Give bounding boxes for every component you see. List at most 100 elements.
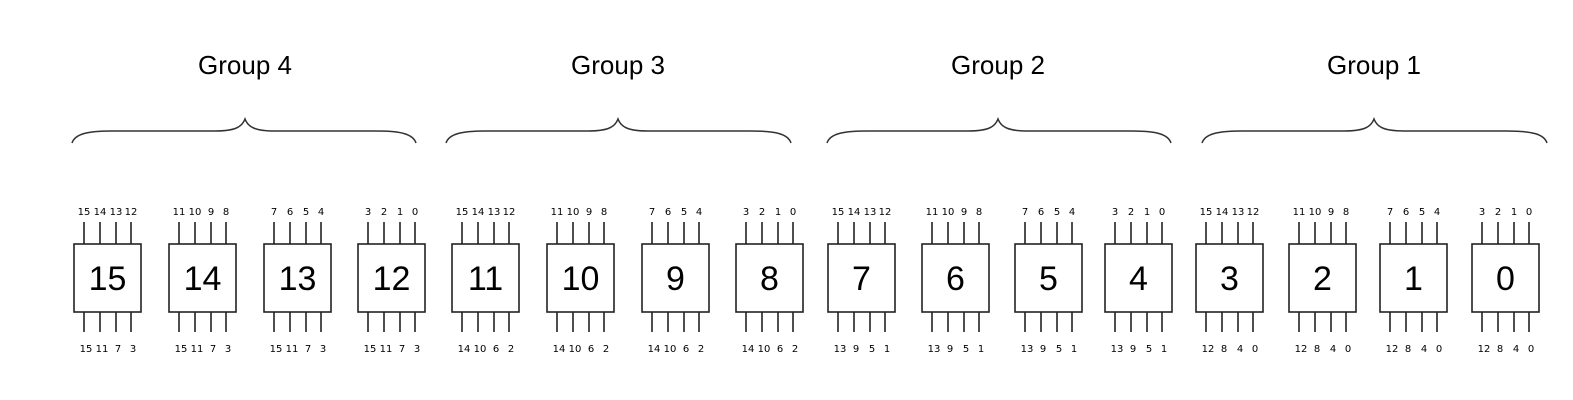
bottom-pin-label: 10 xyxy=(664,344,677,355)
top-pin-label: 0 xyxy=(1526,207,1532,218)
bottom-pin-label: 13 xyxy=(1021,344,1034,355)
top-pin-label: 2 xyxy=(1128,207,1134,218)
chip-box xyxy=(451,243,520,313)
chip-number: 7 xyxy=(852,260,871,298)
chip-number: 3 xyxy=(1220,260,1239,298)
bottom-pin-label: 0 xyxy=(1252,344,1258,355)
top-pin-label: 3 xyxy=(1479,207,1485,218)
bottom-pin-label: 15 xyxy=(80,344,93,355)
chip-box xyxy=(357,243,426,313)
chip-number: 4 xyxy=(1129,260,1148,298)
bottom-pin-label: 14 xyxy=(742,344,755,355)
top-pin-label: 3 xyxy=(743,207,749,218)
chip-number: 1 xyxy=(1404,260,1423,298)
bottom-pin-label: 12 xyxy=(1478,344,1491,355)
top-pin-label: 14 xyxy=(94,207,107,218)
bottom-pin-label: 4 xyxy=(1513,344,1519,355)
top-pin-label: 8 xyxy=(223,207,229,218)
bottom-pin-label: 1 xyxy=(884,344,890,355)
top-pin-label: 10 xyxy=(567,207,580,218)
chip-number: 2 xyxy=(1313,260,1332,298)
bottom-pin-label: 3 xyxy=(130,344,136,355)
top-pin-label: 12 xyxy=(503,207,516,218)
chip-number: 12 xyxy=(373,260,411,298)
curly-brace-icon xyxy=(71,116,417,144)
top-pin-label: 12 xyxy=(125,207,138,218)
chip-number: 15 xyxy=(89,260,127,298)
chip-number: 9 xyxy=(666,260,685,298)
chip-box xyxy=(1379,243,1448,313)
top-pin-label: 13 xyxy=(488,207,501,218)
chip-box xyxy=(1104,243,1173,313)
top-pin-label: 1 xyxy=(775,207,781,218)
top-pin-label: 8 xyxy=(976,207,982,218)
chip-box xyxy=(921,243,990,313)
top-pin-label: 1 xyxy=(1144,207,1150,218)
top-pin-label: 3 xyxy=(1112,207,1118,218)
group-title: Group 1 xyxy=(1327,50,1421,80)
bottom-pin-label: 5 xyxy=(963,344,969,355)
bottom-pin-label: 4 xyxy=(1237,344,1243,355)
top-pin-label: 6 xyxy=(1403,207,1409,218)
top-pin-label: 9 xyxy=(208,207,214,218)
top-pin-label: 7 xyxy=(1387,207,1393,218)
chip-box xyxy=(735,243,804,313)
bottom-pin-label: 6 xyxy=(493,344,499,355)
top-pin-label: 8 xyxy=(601,207,607,218)
top-pin-label: 15 xyxy=(1200,207,1213,218)
bottom-pin-label: 3 xyxy=(320,344,326,355)
chip-number: 8 xyxy=(760,260,779,298)
top-pin-label: 14 xyxy=(472,207,485,218)
top-pin-label: 10 xyxy=(942,207,955,218)
top-pin-label: 5 xyxy=(1419,207,1425,218)
curly-brace-icon xyxy=(826,116,1172,144)
chip-box xyxy=(1471,243,1540,313)
group: Group 1 xyxy=(1201,50,1548,144)
bottom-pin-label: 10 xyxy=(569,344,582,355)
top-pin-label: 15 xyxy=(832,207,845,218)
top-pin-label: 13 xyxy=(864,207,877,218)
curly-brace-icon xyxy=(1201,116,1548,144)
bottom-pin-label: 11 xyxy=(96,344,109,355)
bottom-pin-label: 7 xyxy=(399,344,405,355)
bottom-pin-label: 1 xyxy=(978,344,984,355)
chips-layer: 1515141113712315111510119783147156115743… xyxy=(73,207,1540,355)
top-pin-label: 6 xyxy=(1038,207,1044,218)
chip-box xyxy=(263,243,332,313)
top-pin-label: 10 xyxy=(189,207,202,218)
bottom-pin-label: 10 xyxy=(474,344,487,355)
top-pin-label: 15 xyxy=(456,207,469,218)
bottom-pin-label: 9 xyxy=(853,344,859,355)
bottom-pin-label: 5 xyxy=(1056,344,1062,355)
bottom-pin-label: 1 xyxy=(1161,344,1167,355)
top-pin-label: 6 xyxy=(287,207,293,218)
bottom-pin-label: 11 xyxy=(286,344,299,355)
bottom-pin-label: 4 xyxy=(1330,344,1336,355)
bottom-pin-label: 2 xyxy=(508,344,514,355)
bottom-pin-label: 7 xyxy=(305,344,311,355)
bottom-pin-label: 0 xyxy=(1345,344,1351,355)
bottom-pin-label: 2 xyxy=(698,344,704,355)
top-pin-label: 4 xyxy=(696,207,702,218)
group: Group 2 xyxy=(826,50,1172,144)
bottom-pin-label: 5 xyxy=(1146,344,1152,355)
bottom-pin-label: 9 xyxy=(947,344,953,355)
top-pin-label: 9 xyxy=(1328,207,1334,218)
top-pin-label: 0 xyxy=(1159,207,1165,218)
top-pin-label: 5 xyxy=(303,207,309,218)
bottom-pin-label: 2 xyxy=(792,344,798,355)
bottom-pin-label: 5 xyxy=(869,344,875,355)
top-pin-label: 3 xyxy=(365,207,371,218)
bottom-pin-label: 1 xyxy=(1071,344,1077,355)
bottom-pin-label: 14 xyxy=(458,344,471,355)
top-pin-label: 0 xyxy=(412,207,418,218)
bottom-pin-label: 13 xyxy=(928,344,941,355)
